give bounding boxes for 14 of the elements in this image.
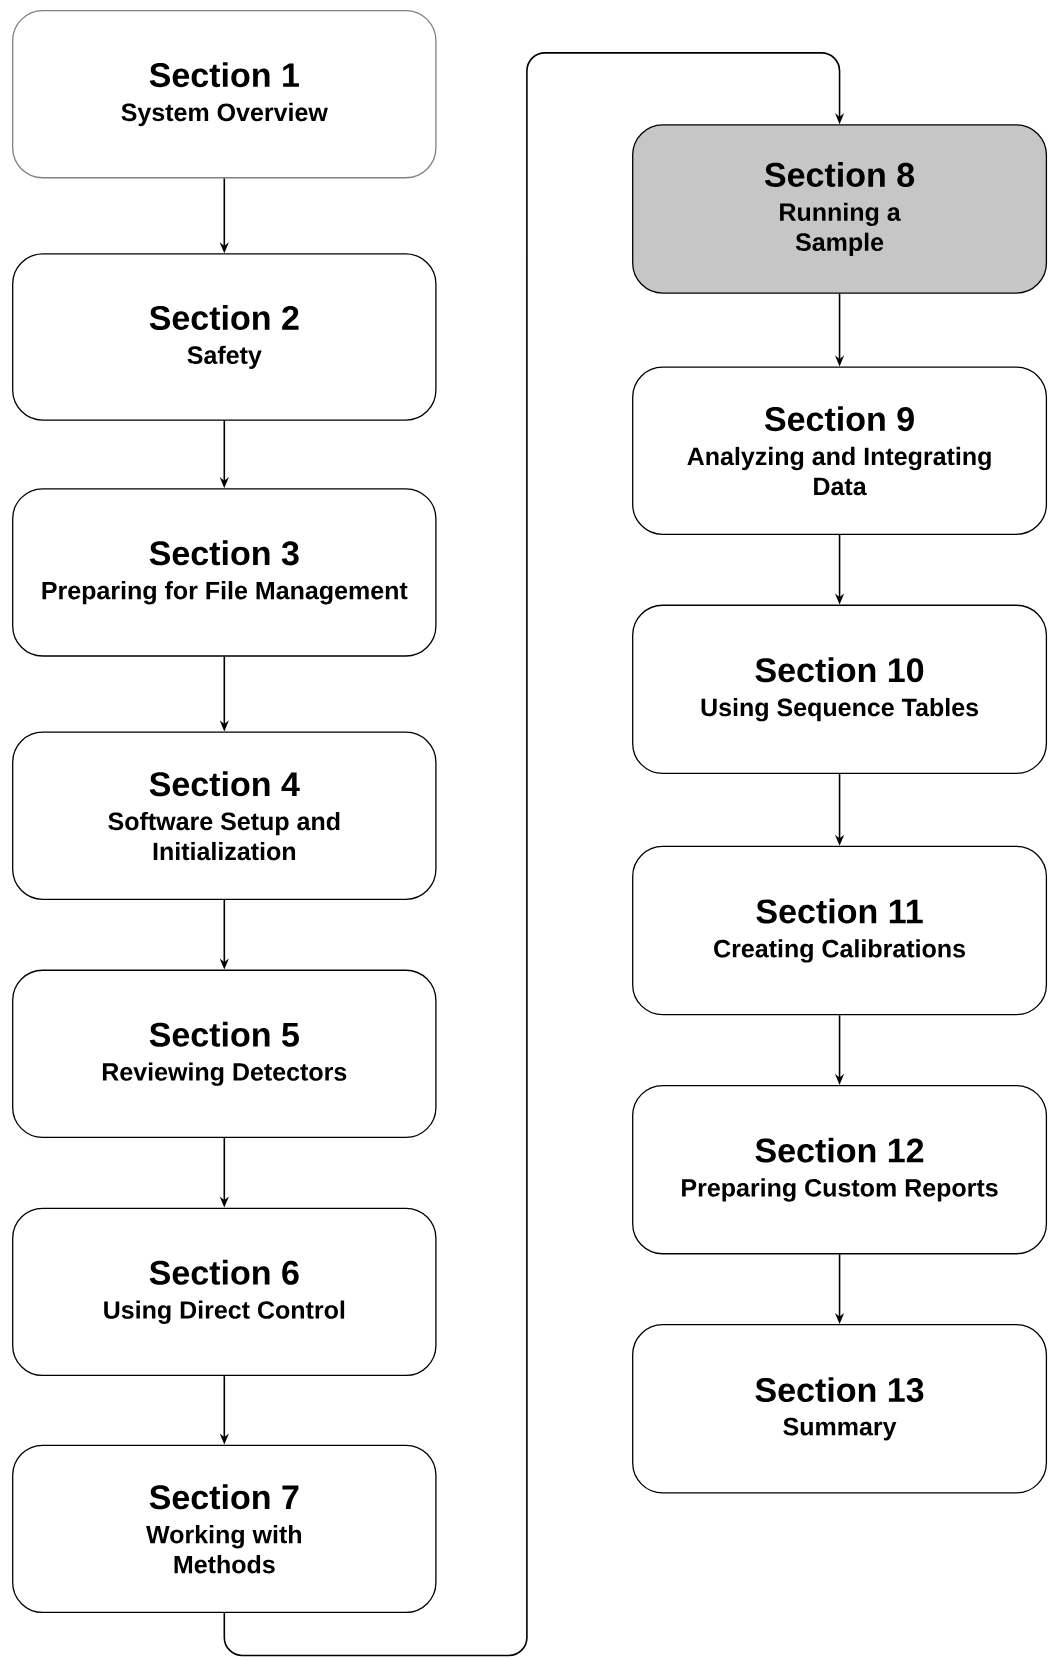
section-box: Section 7 Working with Methods — [12, 1444, 437, 1614]
section-box: Section 5 Reviewing Detectors — [12, 969, 437, 1139]
section-box: Section 9 Analyzing and Integrating Data — [632, 366, 1048, 535]
section-box: Section 1 System Overview — [12, 9, 437, 179]
section-box: Section 8 Running a Sample — [632, 124, 1048, 294]
arrow — [223, 52, 845, 1657]
section-box: Section 11 Creating Calibrations — [632, 845, 1048, 1016]
section-box: Section 2 Safety — [12, 253, 437, 421]
section-box: Section 6 Using Direct Control — [12, 1207, 437, 1377]
section-box: Section 4 Software Setup and Initialization — [12, 731, 437, 900]
section-box: Section 3 Preparing for File Management — [12, 488, 437, 657]
section-box: Section 13 Summary — [632, 1324, 1048, 1494]
section-box: Section 12 Preparing Custom Reports — [632, 1084, 1048, 1255]
section-box: Section 10 Using Sequence Tables — [632, 604, 1048, 775]
